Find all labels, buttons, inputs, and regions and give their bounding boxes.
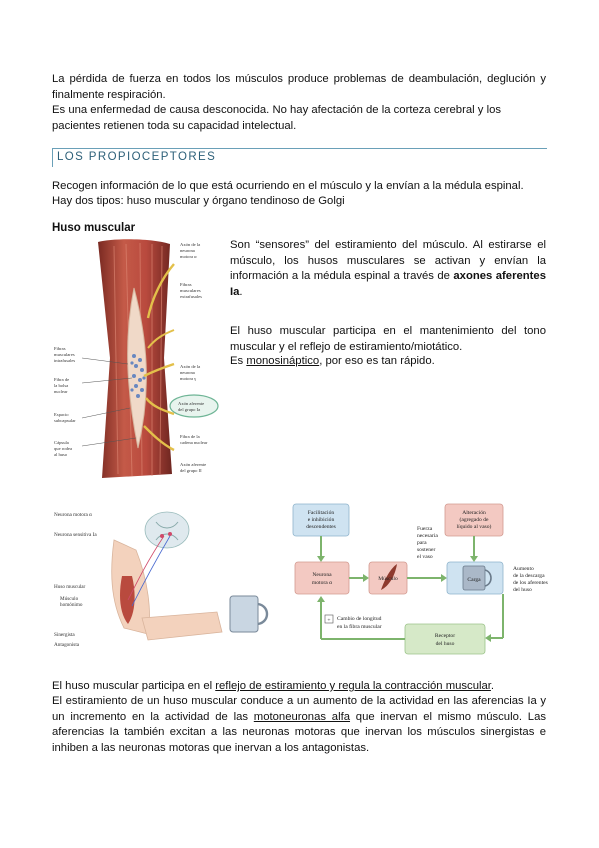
spinal-cord: [144, 511, 190, 549]
fuerza-line4: sostener: [417, 547, 435, 553]
spindle-capsule: [127, 287, 147, 449]
carga-label: Carga: [467, 577, 481, 583]
label-musculo-2: homónimo: [60, 602, 83, 608]
huso-paragraph-1: Son “sensores” del estiramiento del músc…: [230, 238, 546, 300]
label-capsula-2: que rodea: [54, 446, 72, 451]
reflejo-underlined: reflejo de estiramiento y regula la cont…: [215, 680, 491, 692]
alt-line3: líquido al vaso): [457, 523, 492, 530]
feedback-loop-figure: Facilitación e inhibición descendentes A…: [292, 503, 548, 655]
label-axon-motora-alfa-3: motora α: [180, 254, 197, 259]
neurona-line1: Neurona: [312, 572, 332, 578]
label-huso-muscular: Huso muscular: [54, 584, 86, 590]
cambio-line2: en la fibra muscular: [337, 623, 382, 630]
label-extrafusales-3: extrafusales: [180, 294, 202, 299]
label-bolsa-1: Fibra de: [54, 377, 69, 382]
bottom-paragraph-1: El huso muscular participa en el reflejo…: [52, 679, 546, 695]
section-header: LOS PROPIOCEPTORES: [52, 148, 547, 167]
ia-afferent-highlight: [169, 394, 219, 418]
label-axon-motora-alfa-1: Axón de la: [180, 242, 200, 247]
fac-line3: descendentes: [306, 524, 336, 530]
intro-paragraph-2: Es una enfermedad de causa desconocida. …: [52, 104, 502, 132]
intro-paragraph-1: La pérdida de fuerza en todos los múscul…: [52, 73, 546, 101]
nuclear-bag: [130, 354, 146, 398]
plus-sign: +: [327, 618, 330, 624]
label-sinergista: Sinergista: [54, 632, 75, 638]
aum-line1: Aumento: [513, 566, 534, 572]
huso-paragraph-2: El huso muscular participa en el manteni…: [230, 325, 546, 353]
label-motora-gamma-3: motora γ: [180, 376, 196, 381]
motoneuronas-underlined: motoneuronas alfa: [253, 710, 351, 723]
label-intrafusales-3: intrafusales: [54, 358, 75, 363]
label-bolsa-3: nuclear: [54, 389, 68, 394]
muscle-spindle-figure: Axón de la neurona motora α Fibras muscu…: [54, 239, 219, 478]
huso-p1-bold: axones aferentes Ia: [230, 270, 546, 298]
musculo-label: Músculo: [378, 576, 398, 582]
label-musculo-1: Músculo: [60, 596, 79, 602]
alt-line2: (agregado de: [459, 516, 489, 523]
alt-line1: Alteración: [462, 510, 486, 516]
bottom-p1-text: El huso muscular participa en el: [52, 680, 216, 692]
section-title: LOS PROPIOCEPTORES: [57, 151, 217, 163]
label-neurona-sensitiva: Neurona sensitiva Ia: [54, 532, 97, 538]
huso-paragraph-3: Es monosináptico, por eso es tan rápido.: [230, 354, 546, 370]
cambio-line1: Cambio de longitud: [337, 616, 382, 622]
label-afferent-ii-2: del grupo II: [180, 468, 202, 473]
box-receptor: [404, 623, 486, 655]
reflex-arc-figure: Neurona motora α Neurona sensitiva Ia Hu…: [54, 511, 269, 648]
mug: [229, 595, 259, 633]
aum-line3: de los aferentes: [513, 579, 548, 586]
receptor-line1: Receptor: [435, 633, 455, 639]
monosinaptico-link: monosináptico: [246, 355, 320, 367]
huso-p1-text: Son “sensores” del estiramiento del músc…: [230, 239, 546, 282]
fuerza-line3: para: [417, 540, 427, 546]
label-intrafusales-1: Fibras: [54, 346, 66, 351]
forearm: [141, 611, 223, 641]
fac-line2: e inhibición: [308, 517, 335, 523]
label-neurona-motora: Neurona motora α: [54, 512, 92, 518]
label-antagonista: Antagonista: [54, 642, 80, 648]
propioceptores-paragraph-2: Hay dos tipos: huso muscular y órgano te…: [52, 195, 345, 207]
label-subcapsular-2: subcapsular: [54, 418, 76, 423]
biceps-muscle: [120, 576, 135, 624]
label-afferent-ia-2: del grupo Ia: [178, 407, 200, 412]
box-neurona-motora: [294, 561, 350, 595]
huso-p3-text: Es: [230, 355, 247, 367]
bottom-p2-text: El estiramiento de un huso muscular cond…: [52, 695, 546, 723]
label-subcapsular-1: Espacio: [54, 412, 69, 417]
huso-p1-end: .: [239, 285, 243, 298]
label-afferent-ia-1: Axón aferente: [178, 401, 204, 406]
label-motora-gamma-2: neurona: [180, 370, 195, 375]
fac-line1: Facilitación: [308, 510, 335, 516]
label-cadena-1: Fibra de la: [180, 434, 200, 439]
bottom-p2-end: que inervan el mismo músculo. Las aferen…: [52, 710, 547, 754]
huso-p3-end: , por eso es tan rápido.: [319, 355, 435, 367]
label-intrafusales-2: musculares: [54, 352, 75, 357]
bottom-paragraph-2: El estiramiento de un huso muscular cond…: [52, 694, 546, 756]
propioceptores-paragraph-1: Recogen información de lo que está ocurr…: [52, 180, 524, 192]
neurona-line2: motora α: [312, 580, 332, 586]
label-capsula-1: Cápsula: [54, 440, 69, 445]
receptor-line2: del huso: [436, 641, 455, 647]
fuerza-line2: necesaria: [417, 533, 438, 539]
label-motora-gamma-1: Axón de la: [180, 364, 200, 369]
label-afferent-ii-1: Axón aferente: [180, 462, 206, 467]
label-bolsa-2: la bolsa: [54, 383, 68, 388]
label-extrafusales-1: Fibras: [180, 282, 192, 287]
huso-heading: Huso muscular: [52, 222, 136, 234]
label-extrafusales-2: musculares: [180, 288, 201, 293]
fuerza-line5: el vaso: [417, 554, 433, 560]
aum-line2: de la descarga: [513, 573, 545, 579]
label-axon-motora-alfa-2: neurona: [180, 248, 195, 253]
aum-line4: del huso: [513, 587, 532, 593]
fuerza-line1: Fuerza: [417, 526, 433, 532]
bottom-p1-end: .: [490, 680, 495, 692]
label-capsula-3: al huso: [54, 452, 68, 457]
label-cadena-2: cadena nuclear: [180, 440, 208, 445]
